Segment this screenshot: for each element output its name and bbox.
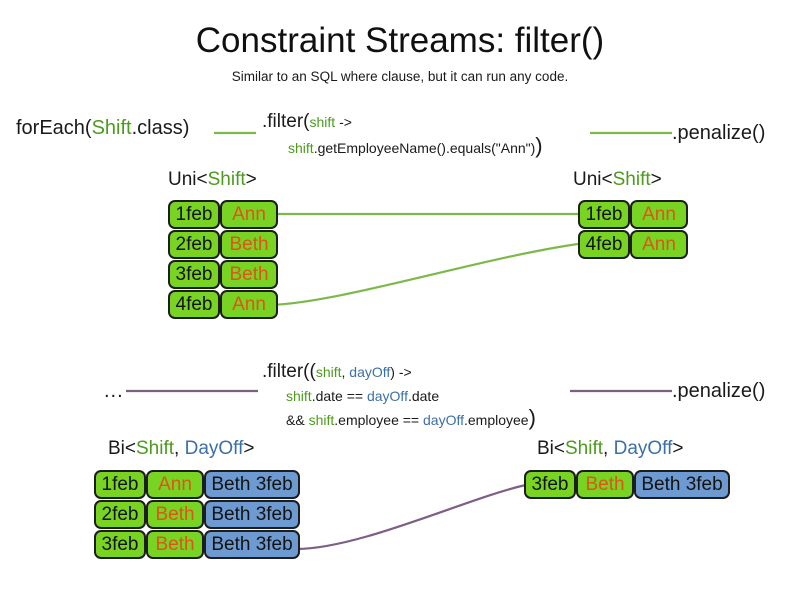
page-title: Constraint Streams: filter() (195, 21, 605, 60)
table-row: 3feb Beth Beth 3feb (524, 470, 730, 499)
cell-date: 1feb (578, 200, 630, 229)
bottom-filter-line1: .filter((shift, dayOff) -> (262, 359, 536, 385)
bottom-filter-arrow: ) -> (390, 364, 412, 380)
bottom-filter-l2-mid: .date == (311, 388, 367, 404)
top-output-caption: Uni<Shift> (573, 168, 662, 192)
top-output-caption-suffix: > (650, 169, 662, 190)
table-row: 4feb Ann (168, 290, 278, 319)
top-output-caption-type: Shift (612, 169, 651, 190)
bottom-filter-expression: .filter((shift, dayOff) -> shift.date ==… (262, 359, 536, 431)
bottom-filter-l3-var1: shift (308, 412, 335, 428)
cell-date: 3feb (168, 260, 220, 289)
bottom-filter-call: .filter(( (262, 361, 316, 382)
top-filter-close-paren: ) (535, 133, 543, 158)
bottom-output-caption-prefix: Bi< (537, 438, 565, 459)
cell-name: Beth (146, 500, 204, 529)
cell-pair: Beth 3feb (204, 500, 300, 529)
table-row: 1feb Ann Beth 3feb (94, 470, 300, 499)
bottom-input-caption-type1: Shift (136, 438, 175, 459)
bottom-filter-sep: , (341, 364, 350, 380)
bottom-penalize-expression: .penalize() (672, 380, 766, 402)
cell-name: Ann (630, 230, 688, 259)
cell-pair: Beth 3feb (204, 530, 300, 559)
cell-name: Beth (576, 470, 634, 499)
bottom-filter-var1: shift (315, 364, 342, 380)
bottom-filter-var2: dayOff (349, 364, 391, 380)
cell-date: 3feb (94, 530, 146, 559)
cell-name: Ann (146, 470, 204, 499)
cell-date: 2feb (168, 230, 220, 259)
bottom-filter-l3-var2: dayOff (423, 412, 464, 428)
foreach-type: Shift (91, 117, 132, 139)
table-row: 4feb Ann (578, 230, 688, 259)
cell-name: Beth (220, 260, 278, 289)
cell-name: Ann (220, 200, 278, 229)
cell-name: Beth (220, 230, 278, 259)
bottom-output-caption-sep: , (603, 438, 614, 459)
table-row: 1feb Ann (168, 200, 278, 229)
top-filter-body: .getEmployeeName().equals("Ann") (313, 140, 536, 156)
cell-date: 3feb (524, 470, 576, 499)
cell-date: 1feb (168, 200, 220, 229)
cell-date: 1feb (94, 470, 146, 499)
top-filter-var: shift (309, 114, 336, 130)
top-filter-expression: .filter(shift -> shift.getEmployeeName()… (262, 109, 543, 159)
bottom-input-caption-prefix: Bi< (108, 438, 136, 459)
bottom-output-caption: Bi<Shift, DayOff> (537, 437, 683, 461)
cell-pair: Beth 3feb (204, 470, 300, 499)
bottom-filter-close-paren: ) (528, 405, 536, 430)
bottom-input-caption-suffix: > (243, 438, 255, 459)
bottom-input-caption: Bi<Shift, DayOff> (108, 437, 254, 461)
top-filter-line1: .filter(shift -> (262, 109, 543, 135)
bottom-input-caption-type2: DayOff (184, 438, 244, 459)
bottom-output-caption-type1: Shift (565, 438, 604, 459)
top-input-caption: Uni<Shift> (168, 168, 257, 192)
top-penalize-expression: .penalize() (672, 122, 766, 144)
bottom-filter-l3-post: .employee (464, 412, 529, 428)
table-row: 1feb Ann (578, 200, 688, 229)
cell-name: Beth (146, 530, 204, 559)
top-input-caption-suffix: > (245, 169, 257, 190)
bottom-output-caption-type2: DayOff (613, 438, 673, 459)
bottom-filter-l3-mid: .employee == (334, 412, 423, 428)
link-uni-row4 (269, 242, 579, 307)
bottom-filter-l2-var1: shift (286, 388, 312, 404)
table-row: 3feb Beth Beth 3feb (94, 530, 300, 559)
bottom-filter-l3-pre: && (286, 412, 309, 428)
bottom-source-ellipsis: ... (104, 380, 124, 402)
top-filter-arrow: -> (335, 114, 352, 130)
cell-pair: Beth 3feb (634, 470, 730, 499)
cell-date: 4feb (168, 290, 220, 319)
top-output-caption-prefix: Uni< (573, 169, 613, 190)
top-filter-call: .filter( (262, 111, 310, 132)
table-row: 3feb Beth (168, 260, 278, 289)
cell-name: Ann (630, 200, 688, 229)
foreach-suffix: .class) (131, 117, 190, 139)
link-bi-row3 (295, 483, 527, 551)
top-filter-body-var: shift (288, 140, 314, 156)
cell-date: 2feb (94, 500, 146, 529)
top-filter-line2: shift.getEmployeeName().equals("Ann")) (262, 135, 543, 159)
top-input-caption-prefix: Uni< (168, 169, 208, 190)
bottom-filter-line3: && shift.employee == dayOff.employee) (262, 407, 536, 431)
foreach-prefix: forEach( (16, 117, 92, 139)
bottom-filter-l2-var2: dayOff (366, 388, 408, 404)
foreach-expression: forEach(Shift.class) (16, 115, 189, 141)
cell-date: 4feb (578, 230, 630, 259)
bottom-filter-line2: shift.date == dayOff.date (262, 385, 536, 407)
page-subtitle: Similar to an SQL where clause, but it c… (231, 69, 569, 84)
top-input-caption-type: Shift (207, 169, 246, 190)
table-row: 2feb Beth (168, 230, 278, 259)
table-row: 2feb Beth Beth 3feb (94, 500, 300, 529)
bottom-input-caption-sep: , (174, 438, 185, 459)
bottom-output-caption-suffix: > (672, 438, 684, 459)
cell-name: Ann (220, 290, 278, 319)
bottom-filter-l2-post: .date (407, 388, 440, 404)
